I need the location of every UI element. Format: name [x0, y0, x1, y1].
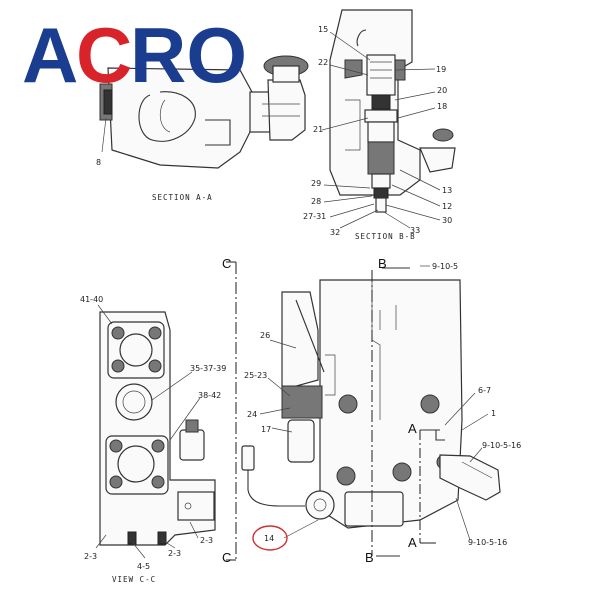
- section-b-b-leaders: [321, 31, 441, 229]
- cut-marker-c-top: C: [222, 256, 231, 271]
- cut-marker-b-bottom: B: [365, 550, 374, 565]
- callout-12: 12: [442, 202, 452, 211]
- cut-marker-b-top: B: [378, 256, 387, 271]
- view-c-c-caption: VIEW C-C: [112, 575, 156, 584]
- callout-1: 1: [491, 409, 496, 418]
- callout-26: 26: [260, 331, 270, 340]
- callout-22: 22: [318, 58, 328, 67]
- callout-33: 33: [410, 226, 420, 235]
- callout-38-42: 38-42: [198, 391, 221, 400]
- section-b-b-caption: SECTION B-B: [355, 232, 416, 241]
- callout-27-31: 27-31: [303, 212, 326, 221]
- section-a-a-drawing: [99, 55, 309, 169]
- cut-marker-c-bottom: C: [222, 550, 231, 565]
- callout-6-7: 6-7: [478, 386, 491, 395]
- callout-14: 14: [264, 534, 274, 543]
- callout-20: 20: [437, 86, 447, 95]
- view-c-c-drawing: [99, 311, 216, 546]
- callout-9-10-5-16-lower: 9-10-5-16: [468, 538, 507, 547]
- acro-logo: A C RO: [22, 11, 247, 99]
- callout-18: 18: [437, 102, 447, 111]
- callout-2-3-right: 2-3: [200, 536, 213, 545]
- logo-letter-c: C: [76, 11, 132, 99]
- main-assembly-leaders: [259, 265, 489, 541]
- callout-2-3-middle: 2-3: [168, 549, 181, 558]
- callout-28: 28: [311, 197, 321, 206]
- callout-24: 24: [247, 410, 257, 419]
- section-cut-lines: [226, 261, 440, 561]
- callout-8: 8: [96, 158, 101, 167]
- callout-21: 21: [313, 125, 323, 134]
- callout-9-10-5: 9-10-5: [432, 262, 458, 271]
- callout-4-5: 4-5: [137, 562, 150, 571]
- callout-32: 32: [330, 228, 340, 237]
- callout-13: 13: [442, 186, 452, 195]
- callout-9-10-5-16-upper: 9-10-5-16: [482, 441, 521, 450]
- main-assembly-drawing: [241, 279, 501, 529]
- callout-17: 17: [261, 425, 271, 434]
- callout-35-37-39: 35-37-39: [190, 364, 226, 373]
- callout-25-23: 25-23: [244, 371, 267, 380]
- section-b-b-drawing: [329, 9, 456, 213]
- callout-15: 15: [318, 25, 328, 34]
- callout-19: 19: [436, 65, 446, 74]
- callout-2-3-left: 2-3: [84, 552, 97, 561]
- view-c-c-leaders: [95, 304, 201, 559]
- logo-letter-a: A: [22, 11, 78, 99]
- callout-29: 29: [311, 179, 321, 188]
- callout-41-40: 41-40: [80, 295, 103, 304]
- cut-marker-a-bottom: A: [408, 535, 417, 550]
- callout-30: 30: [442, 216, 452, 225]
- section-a-a-caption: SECTION A-A: [152, 193, 213, 202]
- highlight-circle: [252, 525, 288, 551]
- logo-letters-ro: RO: [130, 11, 247, 99]
- cut-marker-a-top: A: [408, 421, 417, 436]
